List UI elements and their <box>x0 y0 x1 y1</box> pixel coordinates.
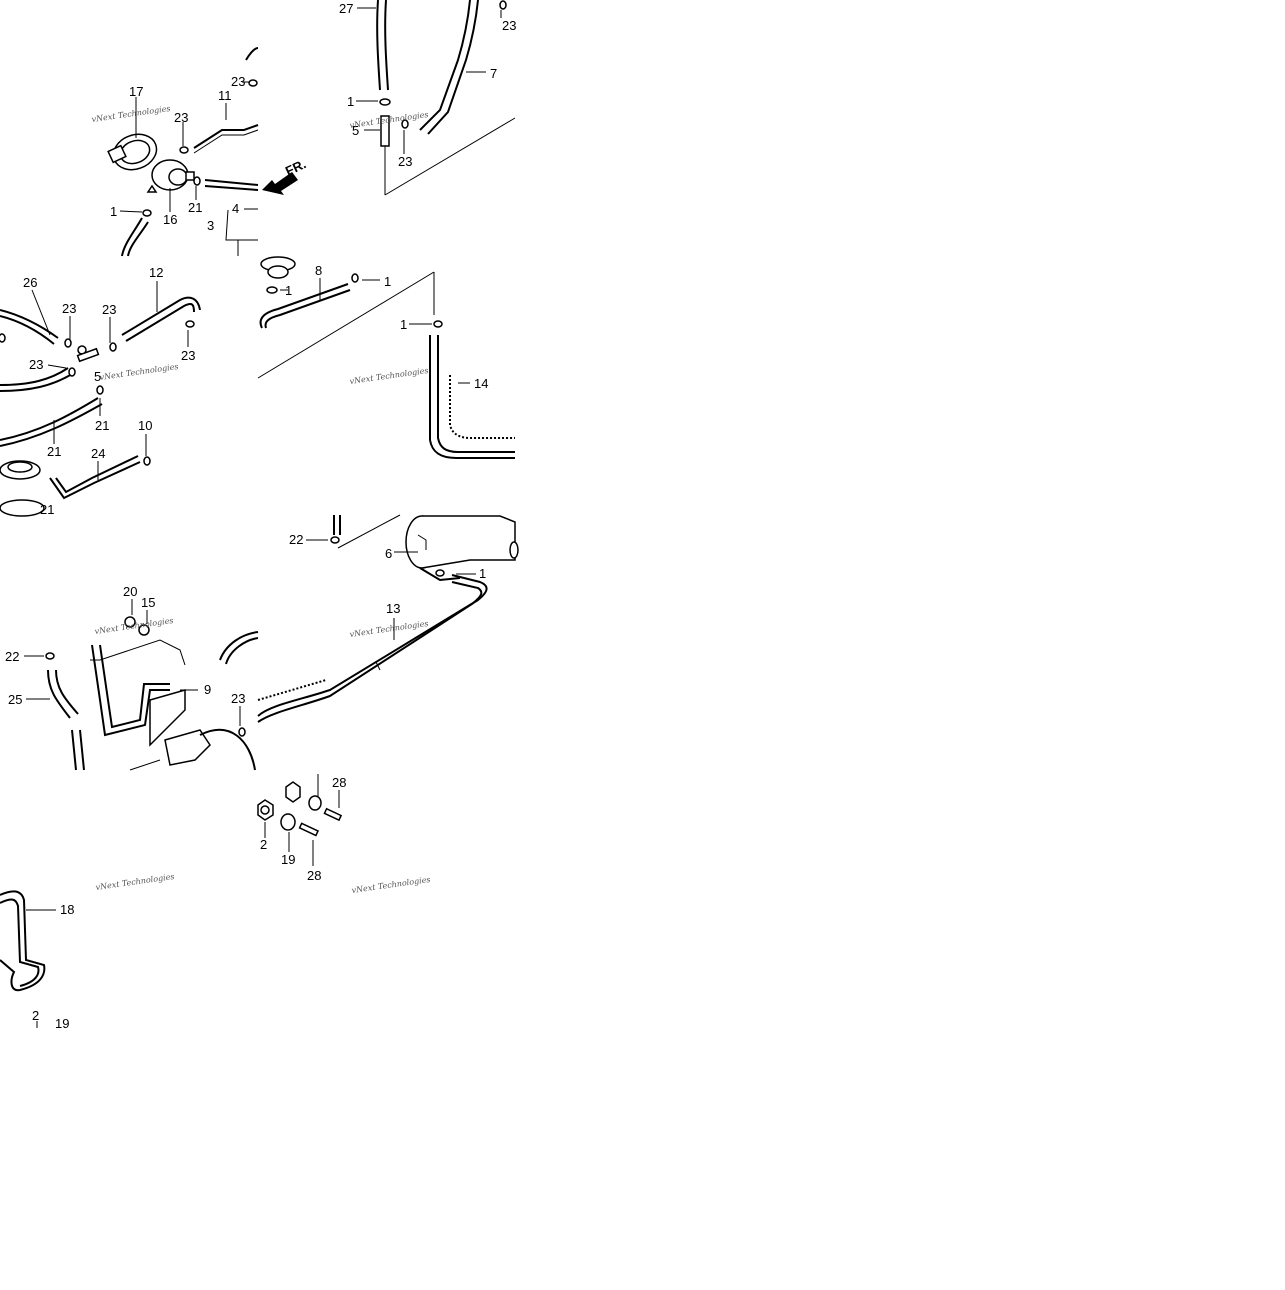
callout-label-11: 11 <box>218 88 232 103</box>
callout-label-23: 23 <box>62 301 76 316</box>
panel-top-left: FR. <box>107 47 308 257</box>
callout-label-27: 27 <box>339 1 353 16</box>
callout-label-1: 1 <box>384 274 391 289</box>
callout-label-10: 10 <box>138 418 152 433</box>
callout-label-23: 23 <box>174 110 188 125</box>
callout-label-1: 1 <box>400 317 407 332</box>
watermark-text: vNext Technologies <box>351 875 431 895</box>
callout-label-25: 25 <box>8 692 22 707</box>
callout-label-23: 23 <box>231 691 245 706</box>
clamp-ring-part <box>107 133 158 171</box>
callout-label-4: 4 <box>232 201 239 216</box>
callout-label-21: 21 <box>47 444 61 459</box>
callout-label-23: 23 <box>102 302 116 317</box>
watermark-text: vNext Technologies <box>349 366 429 386</box>
callout-label-2: 2 <box>260 837 267 852</box>
callout-label-28: 28 <box>307 868 321 883</box>
callout-label-5: 5 <box>352 123 359 138</box>
panel-middle-right <box>257 256 515 459</box>
callout-label-16: 16 <box>163 212 177 227</box>
callout-label-1: 1 <box>285 283 292 298</box>
callout-label-22: 22 <box>5 649 19 664</box>
watermark-text: vNext Technologies <box>91 104 171 124</box>
callout-label-21: 21 <box>40 502 54 517</box>
callout-label-28: 28 <box>332 775 346 790</box>
callout-label-23: 23 <box>231 74 245 89</box>
callout-label-23: 23 <box>502 18 516 33</box>
callout-label-2: 2 <box>32 1008 39 1023</box>
callout-label-3: 3 <box>207 218 214 233</box>
callout-label-1: 1 <box>347 94 354 109</box>
callout-label-26: 26 <box>23 275 37 290</box>
callout-label-19: 19 <box>281 852 295 867</box>
callout-label-14: 14 <box>474 376 488 391</box>
watermark-text: vNext Technologies <box>95 872 175 892</box>
callout-label-21: 21 <box>188 200 202 215</box>
callout-label-9: 9 <box>204 682 211 697</box>
panel-bottom-left <box>0 890 56 1028</box>
panel-lower-right <box>257 514 519 723</box>
callout-label-23: 23 <box>181 348 195 363</box>
panel-top-right <box>356 0 516 196</box>
callout-label-15: 15 <box>141 595 155 610</box>
callout-label-17: 17 <box>129 84 143 99</box>
panel-lower-left <box>24 599 259 771</box>
callout-label-8: 8 <box>315 263 322 278</box>
callout-label-23: 23 <box>29 357 43 372</box>
callout-label-21: 21 <box>95 418 109 433</box>
callout-label-23: 23 <box>398 154 412 169</box>
callout-label-5: 5 <box>94 369 101 384</box>
callout-label-22: 22 <box>289 532 303 547</box>
callout-label-1: 1 <box>110 204 117 219</box>
valve-part <box>146 159 195 193</box>
callout-label-7: 7 <box>490 66 497 81</box>
front-arrow-icon: FR. <box>262 156 308 195</box>
callout-label-18: 18 <box>60 902 74 917</box>
callout-label-6: 6 <box>385 546 392 561</box>
callout-label-13: 13 <box>386 601 400 616</box>
callout-label-20: 20 <box>123 584 137 599</box>
panel-hardware <box>257 774 343 866</box>
watermarks: vNext Technologies vNext Technologies vNex… <box>91 104 431 895</box>
front-arrow-label: FR. <box>283 156 308 178</box>
panel-middle-left <box>0 281 201 517</box>
callout-label-19: 19 <box>55 1016 69 1031</box>
callout-label-12: 12 <box>149 265 163 280</box>
watermark-text: vNext Technologies <box>99 362 179 382</box>
callout-label-1: 1 <box>479 566 486 581</box>
callout-label-24: 24 <box>91 446 105 461</box>
